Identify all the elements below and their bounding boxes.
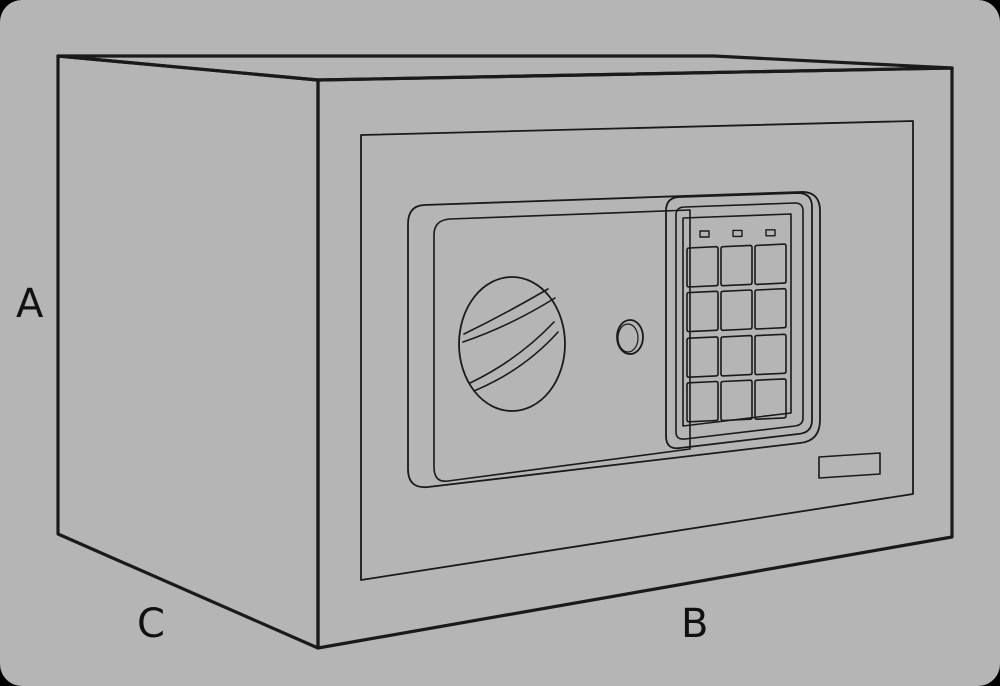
- rotary-knob: [458, 276, 566, 412]
- keypad-indicator-light: [765, 229, 776, 237]
- key-lock: [616, 319, 644, 355]
- keypad-key: [754, 287, 787, 330]
- keypad-key: [686, 380, 719, 423]
- control-panel-inner: [433, 209, 691, 483]
- dimension-label-height: A: [16, 281, 44, 327]
- keypad-indicator-light: [732, 229, 743, 238]
- dimension-label-depth: C: [137, 601, 165, 647]
- keypad-key: [754, 333, 787, 376]
- dimension-label-width: B: [681, 601, 709, 647]
- keypad-key: [754, 243, 787, 286]
- keypad-key: [686, 336, 719, 378]
- nameplate-slot: [818, 452, 881, 479]
- safe-front-panel: [316, 66, 954, 650]
- door-inset-frame: [360, 120, 914, 581]
- keypad-key: [720, 379, 753, 422]
- keypad-key: [686, 290, 719, 333]
- keypad-key: [720, 334, 753, 377]
- keypad: [665, 192, 813, 450]
- keypad-key: [720, 244, 753, 287]
- keypad-key: [686, 245, 719, 288]
- keypad-indicator-light: [699, 230, 710, 238]
- control-panel-outer: [407, 191, 821, 489]
- keypad-key: [754, 378, 787, 420]
- keypad-key: [720, 289, 753, 332]
